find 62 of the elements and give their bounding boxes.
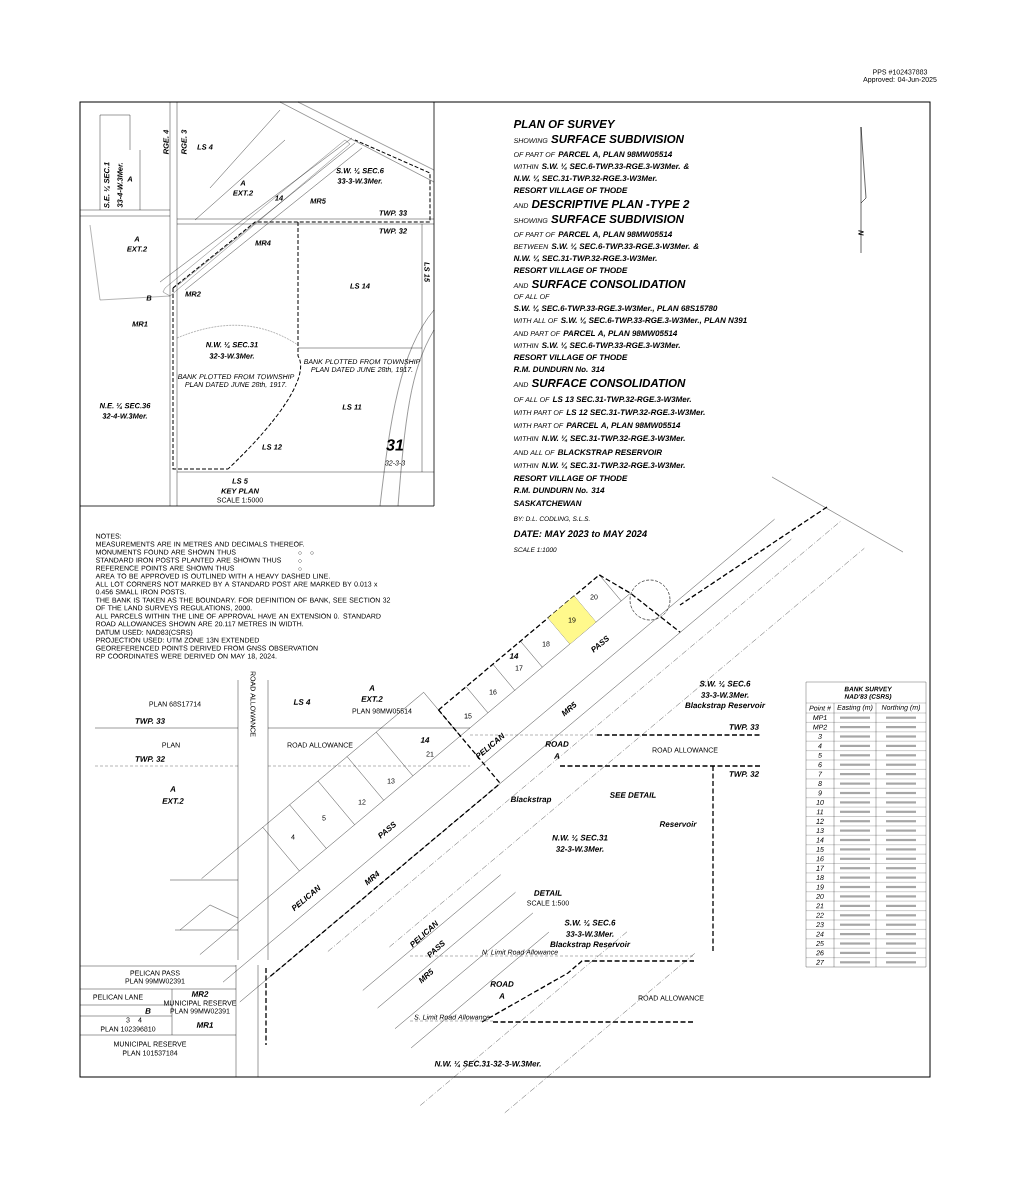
plan-label: EXT.2 (162, 798, 184, 804)
title-text: RESORT VILLAGE OF THODE (513, 475, 628, 482)
title-text: RESORT VILLAGE OF THODE (513, 354, 628, 361)
title-text: SASKATCHEWAN (513, 500, 582, 507)
plan-label: A (368, 685, 375, 691)
plan-label: 33-3-W.3Mer. (700, 692, 749, 698)
plan-label: TWP. 32 (729, 771, 759, 777)
plan-label: Blackstrap Reservoir (550, 941, 631, 949)
plan-label: MR2 (191, 991, 209, 997)
plan-label: A (553, 753, 560, 759)
title-text: PLAN OF SURVEY (513, 119, 616, 129)
title-text: SURFACE SUBDIVISION (551, 135, 685, 144)
title-text: S.W. ¼ SEC.6-TWP.33-RGE.3-W3Mer., PLAN 68S15780 (513, 305, 718, 313)
title-text: RESORT VILLAGE OF THODE (513, 187, 628, 194)
lot-number: 14 (509, 653, 519, 659)
plan-label: A (498, 993, 505, 999)
plan-label: 33-3-W.3Mer. (565, 931, 614, 937)
plan-label: N.W. ¼ SEC.31-32-3-W.3Mer. (434, 1060, 541, 1068)
title-text: N.W. ¼ SEC.31-TWP.32-RGE.3-W3Mer. (513, 175, 657, 182)
title-text: S.W. ¼ SEC.6-TWP.33-RGE.3-W3Mer. (541, 342, 680, 349)
plan-label: SEE DETAIL (609, 792, 656, 798)
title-text: PARCEL A, PLAN 98MW05514 (566, 422, 681, 430)
title-text: N.W. ¼ SEC.31-TWP.32-RGE.3-W3Mer. (541, 435, 685, 442)
plan-label: EXT.2 (361, 696, 383, 702)
plan-label: MR1 (196, 1022, 213, 1028)
lot-number: 14 (420, 737, 430, 743)
plan-label: TWP. 32 (135, 756, 165, 762)
plan-label: S.W. ¼ SEC.6 (564, 919, 616, 927)
title-text: LS 13 SEC.31-TWP.32-RGE.3-W3Mer. (552, 396, 691, 403)
title-text: N.W. ¼ SEC.31-TWP.32-RGE.3-W3Mer. (541, 462, 685, 469)
title-text: R.M. DUNDURN No. 314 (513, 487, 605, 494)
plan-label: Reservoir (659, 821, 697, 827)
title-text: S.W. ¼ SEC.6-TWP.33-RGE.3-W3Mer. & (541, 163, 689, 170)
plan-label: TWP. 33 (729, 724, 759, 730)
title-text: LS 12 SEC.31-TWP.32-RGE.3-W3Mer. (566, 409, 705, 416)
plan-label: LS 4 (293, 699, 311, 705)
plan-label: B (145, 1008, 151, 1014)
title-text: PARCEL A, PLAN 98MW05514 (563, 330, 678, 338)
section-number: 31 (386, 439, 404, 451)
title-text: DESCRIPTIVE PLAN -TYPE 2 (531, 200, 690, 209)
plan-label: ROAD (490, 981, 514, 987)
title-text: S.W. ¼ SEC.6-TWP.33-RGE.3-W3Mer., PLAN N391 (560, 317, 747, 325)
title-text: N.W. ¼ SEC.31-TWP.32-RGE.3-W3Mer. (513, 255, 657, 262)
title-text: PARCEL A, PLAN 98MW05514 (558, 151, 673, 159)
plan-label: DETAIL (534, 890, 562, 896)
plan-label: ROAD (545, 741, 569, 747)
title-text: SURFACE CONSOLIDATION (531, 280, 686, 289)
plan-label: Blackstrap (510, 796, 552, 804)
plan-label: TWP. 33 (135, 718, 165, 724)
plan-label: 32-3-W.3Mer. (555, 846, 604, 852)
plan-label: N.W. ¼ SEC.31 (552, 834, 608, 842)
title-text: PARCEL A, PLAN 98MW05514 (558, 231, 673, 239)
title-text: RESORT VILLAGE OF THODE (513, 267, 628, 274)
plan-label: A (169, 786, 176, 792)
title-text: R.M. DUNDURN No. 314 (513, 366, 605, 373)
plan-label: Blackstrap Reservoir (685, 702, 766, 710)
title-text: BLACKSTRAP RESERVOIR (557, 449, 663, 456)
plan-label: S.W. ¼ SEC.6 (699, 680, 751, 688)
title-text: SURFACE SUBDIVISION (551, 215, 685, 224)
title-text: S.W. ¼ SEC.6-TWP.33-RGE.3-W3Mer. & (551, 243, 699, 250)
title-text: SURFACE CONSOLIDATION (531, 379, 686, 388)
title-text: DATE: MAY 2023 to MAY 2024 (513, 530, 647, 538)
